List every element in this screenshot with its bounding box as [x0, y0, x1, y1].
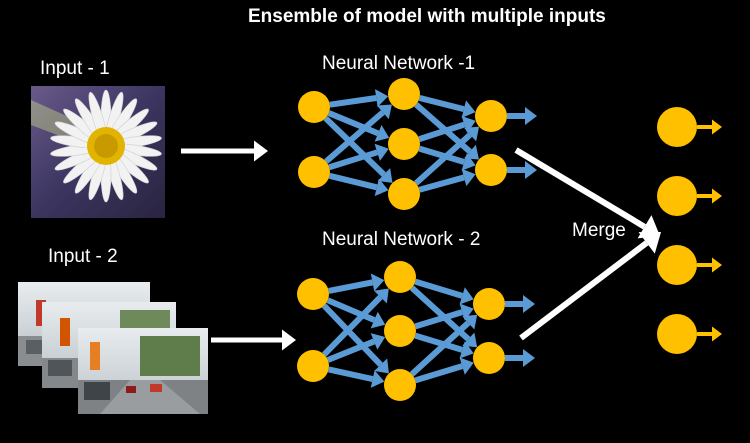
network-output-arrow: [507, 107, 537, 125]
neuron-node: [475, 154, 507, 186]
output-arrow: [697, 188, 722, 204]
input-1-arrow: [181, 140, 268, 162]
neuron-node: [388, 128, 420, 160]
input-2-arrow: [211, 329, 296, 351]
network-edge: [324, 104, 392, 164]
merge-label: Merge: [572, 220, 626, 241]
network-edge: [326, 333, 386, 363]
neuron-node: [384, 261, 416, 293]
network-edge: [327, 110, 390, 142]
diagram-title: Ensemble of model with multiple inputs: [248, 6, 606, 27]
merge-arrow-bottom: [519, 232, 661, 341]
street-frame-front: [78, 328, 208, 414]
input-2-image: [18, 282, 208, 414]
output-layer: [657, 107, 722, 354]
network-edge: [328, 273, 385, 294]
network-edge: [328, 172, 389, 197]
neuron-node: [298, 91, 330, 123]
output-arrow: [697, 257, 722, 273]
network-edge: [327, 366, 385, 388]
network-2: [297, 261, 535, 401]
neuron-node: [388, 78, 420, 110]
network-output-arrow: [505, 349, 535, 367]
network-edge: [409, 314, 478, 377]
network-edge: [326, 297, 386, 329]
network-edge: [418, 116, 476, 142]
network-output-arrow: [507, 161, 537, 179]
neuron-node: [473, 342, 505, 374]
network-1-label: Neural Network -1: [322, 53, 476, 74]
output-node: [657, 314, 697, 354]
network-edge: [323, 115, 393, 183]
network-edge: [413, 126, 480, 186]
output-arrow: [697, 119, 722, 135]
network-1: [298, 78, 537, 210]
network-edge: [414, 357, 474, 384]
input-1-image: [31, 86, 165, 218]
input-2-label: Input - 2: [48, 246, 118, 267]
network-edge: [414, 278, 474, 305]
neuron-node: [388, 178, 420, 210]
output-node: [657, 245, 697, 285]
output-node: [657, 107, 697, 147]
neuron-node: [298, 156, 330, 188]
network-edge: [418, 145, 476, 171]
output-arrow: [697, 326, 722, 342]
input-1-label: Input - 1: [40, 58, 110, 79]
neuron-node: [475, 100, 507, 132]
neuron-node: [384, 369, 416, 401]
neuron-node: [473, 288, 505, 320]
neuron-node: [297, 278, 329, 310]
neuron-node: [297, 350, 329, 382]
output-node: [657, 176, 697, 216]
network-edge: [418, 168, 476, 193]
neuron-node: [384, 315, 416, 347]
network-edge: [322, 288, 389, 357]
network-edge: [328, 143, 389, 171]
network-2-label: Neural Network - 2: [322, 229, 481, 250]
network-edge: [414, 332, 474, 359]
network-output-arrow: [505, 295, 535, 313]
network-edge: [414, 303, 474, 330]
network-edge: [329, 89, 389, 108]
network-edge: [321, 303, 389, 374]
network-edge: [418, 95, 476, 118]
